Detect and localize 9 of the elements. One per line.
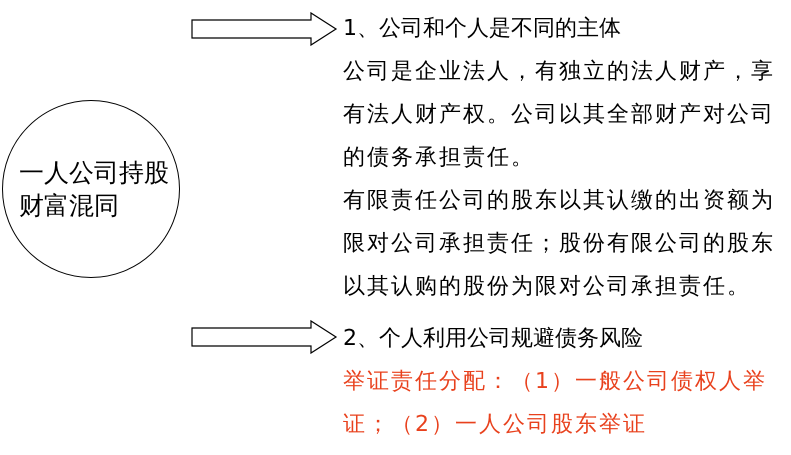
point-body: 举证责任分配：（1）一般公司债权人举证；（2）一人公司股东举证 [343, 368, 768, 439]
point-heading: 1、公司和个人是不同的主体 [343, 15, 622, 43]
point-body: 有限责任公司的股东以其认缴的出资额为限对公司承担责任；股份有限公司的股东以其认购的股份为限对公司承担责任。 [343, 187, 776, 301]
point-body: 公司是企业法人，有独立的法人财产，享有法人财产权。公司以其全部财产对公司的债务承担责任。 [343, 58, 776, 172]
topic-text: 一人公司持股财富混同 [19, 157, 170, 222]
block-arrow [191, 320, 338, 354]
point-heading: 2、个人利用公司规避债务风险 [343, 325, 644, 353]
block-arrow [191, 12, 338, 46]
topic-circle [2, 100, 180, 278]
